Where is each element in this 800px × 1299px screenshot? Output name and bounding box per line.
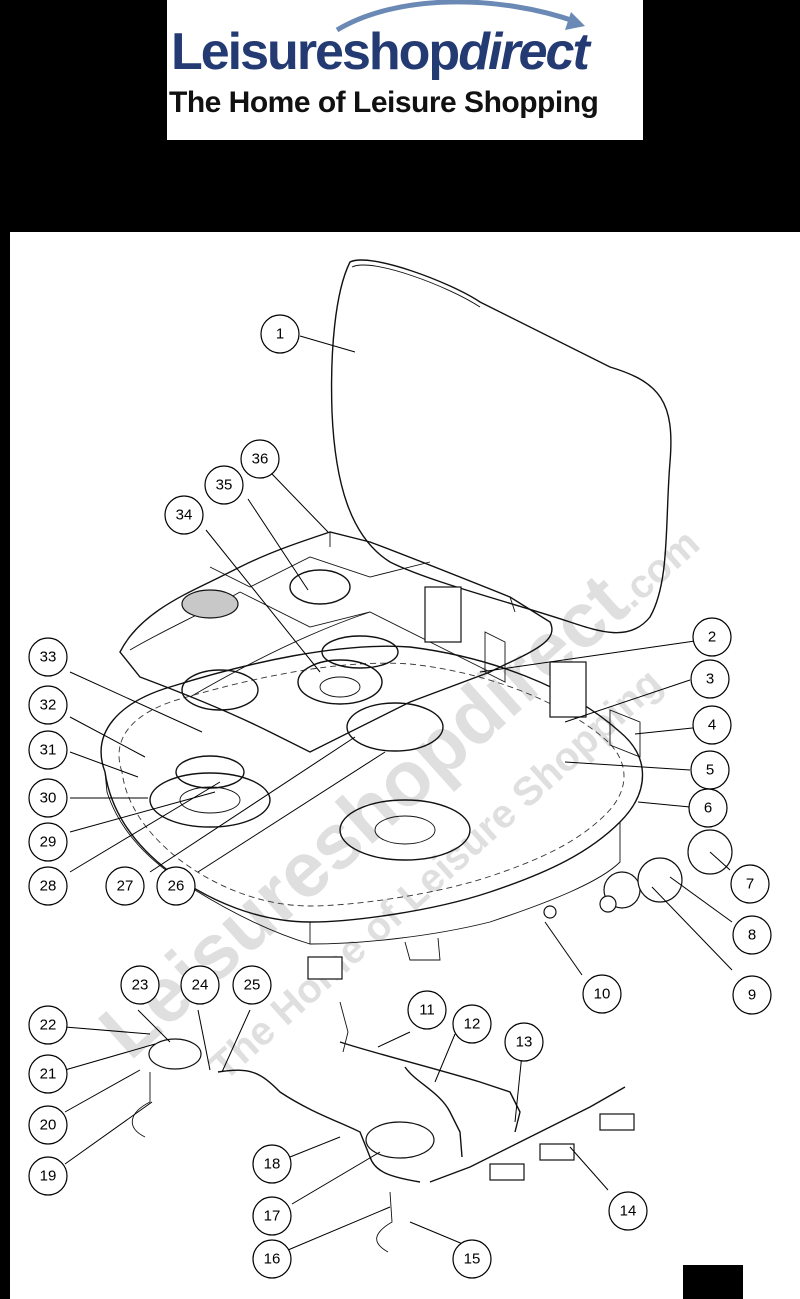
callout-16: 16 xyxy=(252,1239,292,1279)
callout-20: 20 xyxy=(28,1105,68,1145)
logo: Leisureshopdirect The Home of Leisure Sh… xyxy=(167,0,643,140)
callout-31: 31 xyxy=(28,730,68,770)
svg-text:16: 16 xyxy=(264,1251,281,1268)
svg-text:32: 32 xyxy=(40,697,57,714)
callout-12: 12 xyxy=(452,1004,492,1044)
svg-text:11: 11 xyxy=(419,1002,435,1019)
callout-10: 10 xyxy=(582,974,622,1014)
callout-19: 19 xyxy=(28,1156,68,1196)
svg-text:6: 6 xyxy=(704,800,712,817)
callout-11: 11 xyxy=(407,990,447,1030)
callout-3: 3 xyxy=(690,659,730,699)
svg-text:7: 7 xyxy=(746,876,754,893)
logo-tagline: The Home of Leisure Shopping xyxy=(169,86,599,119)
svg-text:22: 22 xyxy=(40,1017,57,1034)
svg-text:33: 33 xyxy=(40,649,57,666)
callout-32: 32 xyxy=(28,685,68,725)
callout-15: 15 xyxy=(452,1239,492,1279)
svg-text:18: 18 xyxy=(264,1156,281,1173)
svg-text:31: 31 xyxy=(40,742,57,759)
callout-25: 25 xyxy=(232,965,272,1005)
callout-9: 9 xyxy=(732,975,772,1015)
callout-14: 14 xyxy=(608,1191,648,1231)
svg-text:14: 14 xyxy=(620,1203,637,1220)
gas-pipework xyxy=(132,956,635,1253)
svg-text:34: 34 xyxy=(176,507,193,524)
control-knobs xyxy=(543,829,733,919)
svg-text:28: 28 xyxy=(40,878,57,895)
callout-29: 29 xyxy=(28,822,68,862)
callout-33: 33 xyxy=(28,637,68,677)
svg-text:17: 17 xyxy=(264,1208,281,1225)
svg-text:26: 26 xyxy=(168,878,185,895)
svg-text:3: 3 xyxy=(706,671,714,688)
logo-brand-italic: direct xyxy=(458,23,590,81)
callout-35: 35 xyxy=(204,465,244,505)
callout-5: 5 xyxy=(690,750,730,790)
svg-text:35: 35 xyxy=(216,477,233,494)
callout-26: 26 xyxy=(156,866,196,906)
callout-34: 34 xyxy=(164,495,204,535)
callout-13: 13 xyxy=(504,1022,544,1062)
callout-8: 8 xyxy=(732,915,772,955)
callout-30: 30 xyxy=(28,778,68,818)
callout-17: 17 xyxy=(252,1196,292,1236)
logo-brand-regular: Leisureshop xyxy=(171,23,460,81)
pan-supports xyxy=(119,531,553,753)
svg-text:4: 4 xyxy=(708,717,716,734)
glass-lid xyxy=(330,259,672,634)
corner-mask xyxy=(683,1265,743,1299)
svg-text:8: 8 xyxy=(748,927,756,944)
callout-21: 21 xyxy=(28,1054,68,1094)
svg-text:5: 5 xyxy=(706,762,714,779)
svg-text:29: 29 xyxy=(40,834,57,851)
svg-text:1: 1 xyxy=(276,326,284,343)
callout-36: 36 xyxy=(240,439,280,479)
callout-28: 28 xyxy=(28,866,68,906)
callout-2: 2 xyxy=(692,617,732,657)
svg-text:9: 9 xyxy=(748,987,756,1004)
callout-18: 18 xyxy=(252,1144,292,1184)
svg-text:25: 25 xyxy=(244,977,261,994)
svg-text:24: 24 xyxy=(192,977,209,994)
svg-text:36: 36 xyxy=(252,451,269,468)
leader-lines xyxy=(64,335,733,1251)
svg-text:13: 13 xyxy=(516,1034,533,1051)
svg-text:21: 21 xyxy=(40,1066,57,1083)
callout-6: 6 xyxy=(688,788,728,828)
svg-text:12: 12 xyxy=(464,1016,481,1033)
swoosh-arrow-icon xyxy=(335,0,585,33)
svg-text:20: 20 xyxy=(40,1117,57,1134)
svg-text:23: 23 xyxy=(132,977,149,994)
hob-exploded-view: Leisureshopdirect.com The Home of Leisur… xyxy=(28,259,772,1279)
logo-brand: Leisureshopdirect xyxy=(171,22,590,82)
callout-27: 27 xyxy=(105,866,145,906)
svg-text:27: 27 xyxy=(117,878,134,895)
callout-24: 24 xyxy=(180,965,220,1005)
svg-text:10: 10 xyxy=(594,986,611,1003)
svg-text:2: 2 xyxy=(708,629,716,646)
burners xyxy=(149,569,471,861)
callout-22: 22 xyxy=(28,1005,68,1045)
svg-text:19: 19 xyxy=(40,1168,57,1185)
callout-1: 1 xyxy=(260,314,300,354)
svg-text:15: 15 xyxy=(464,1251,481,1268)
callout-7: 7 xyxy=(730,864,770,904)
tap-brackets xyxy=(424,586,641,758)
svg-text:30: 30 xyxy=(40,790,57,807)
exploded-parts-diagram: Leisureshopdirect.com The Home of Leisur… xyxy=(10,232,800,1299)
callout-4: 4 xyxy=(692,705,732,745)
callout-23: 23 xyxy=(120,965,160,1005)
